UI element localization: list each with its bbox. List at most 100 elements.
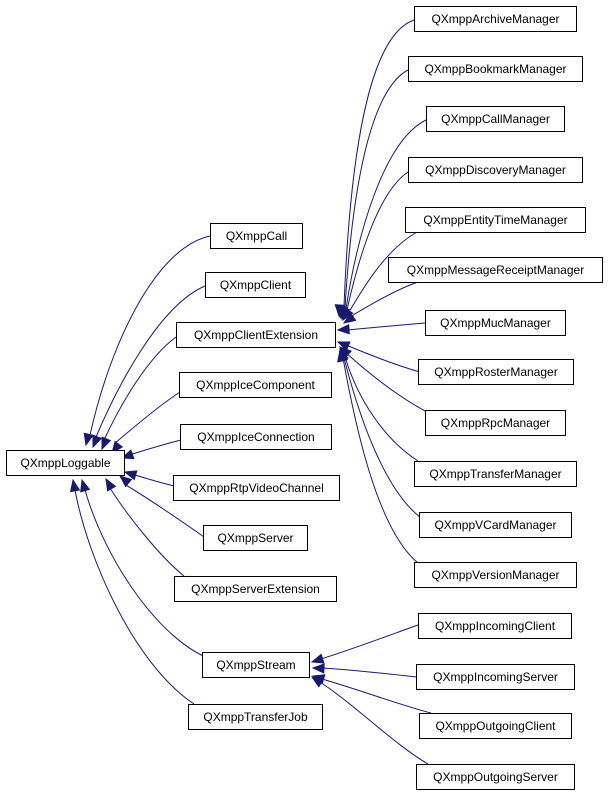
- class-node-transferjob[interactable]: QXmppTransferJob: [188, 704, 323, 730]
- inheritance-edge-vcard-to-clientext: [343, 357, 422, 519]
- class-label: QXmppStream: [216, 658, 295, 672]
- class-box[interactable]: [176, 322, 336, 348]
- class-node-callmgr[interactable]: QXmppCallManager: [426, 106, 565, 132]
- class-label: QXmppEntityTimeManager: [423, 213, 567, 227]
- edge-link-server: [123, 482, 129, 485]
- class-box[interactable]: [388, 257, 603, 283]
- inheritance-edge-icecomp-to-loggable: [113, 391, 181, 445]
- class-node-call[interactable]: QXmppCall: [210, 223, 303, 249]
- class-node-outclient[interactable]: QXmppOutgoingClient: [419, 713, 572, 739]
- class-box[interactable]: [205, 272, 306, 298]
- class-label: QXmppCall: [226, 229, 287, 243]
- class-box[interactable]: [408, 157, 583, 183]
- class-label: QXmppRtpVideoChannel: [189, 481, 324, 495]
- class-node-rtpvideo[interactable]: QXmppRtpVideoChannel: [173, 475, 340, 501]
- class-label: QXmppIncomingServer: [433, 670, 558, 684]
- arrowhead-call: [83, 432, 94, 447]
- class-node-clientext[interactable]: QXmppClientExtension: [176, 322, 336, 348]
- class-label: QXmppOutgoingClient: [435, 719, 556, 733]
- class-node-inserver[interactable]: QXmppIncomingServer: [416, 664, 575, 690]
- class-box[interactable]: [188, 704, 323, 730]
- class-node-entitytime[interactable]: QXmppEntityTimeManager: [405, 207, 586, 233]
- class-node-roster[interactable]: QXmppRosterManager: [418, 359, 574, 385]
- class-box[interactable]: [173, 475, 340, 501]
- class-box[interactable]: [414, 562, 577, 588]
- class-box[interactable]: [405, 207, 586, 233]
- class-node-discovery[interactable]: QXmppDiscoveryManager: [408, 157, 583, 183]
- class-box[interactable]: [414, 6, 577, 32]
- inheritance-edge-call-to-loggable: [89, 235, 211, 436]
- inheritance-edge-serverext-to-loggable: [109, 487, 185, 577]
- inheritance-edge-entitytime-to-clientext: [348, 231, 418, 313]
- class-node-icecomp[interactable]: QXmppIceComponent: [179, 372, 332, 398]
- inheritance-edge-outserver-to-stream: [319, 681, 429, 765]
- class-label: QXmppClient: [220, 278, 292, 292]
- inheritance-edge-muc-to-clientext: [346, 322, 426, 331]
- class-label: QXmppVCardManager: [434, 518, 556, 532]
- class-node-inclient[interactable]: QXmppIncomingClient: [418, 613, 572, 639]
- inheritance-edge-rtpvideo-to-loggable: [134, 474, 175, 487]
- edge-link-outserver: [319, 681, 322, 684]
- class-box[interactable]: [210, 223, 303, 249]
- class-box[interactable]: [414, 461, 577, 487]
- arrowhead-outserver: [310, 676, 325, 688]
- class-box[interactable]: [425, 310, 566, 336]
- class-label: QXmppVersionManager: [431, 568, 559, 582]
- class-label: QXmppRosterManager: [434, 365, 557, 379]
- class-box[interactable]: [416, 764, 575, 790]
- arrowhead-msgreceipt: [342, 312, 357, 324]
- class-node-client[interactable]: QXmppClient: [205, 272, 306, 298]
- inheritance-edge-server-to-loggable: [123, 483, 205, 538]
- class-node-rpc[interactable]: QXmppRpcManager: [425, 410, 566, 436]
- class-label: QXmppRpcManager: [441, 416, 550, 430]
- class-box[interactable]: [419, 512, 572, 538]
- class-label: QXmppServerExtension: [191, 582, 320, 596]
- class-box[interactable]: [203, 525, 308, 551]
- class-box[interactable]: [416, 664, 575, 690]
- inheritance-edge-discovery-to-clientext: [346, 171, 409, 311]
- class-box[interactable]: [425, 410, 566, 436]
- class-box[interactable]: [419, 713, 572, 739]
- class-label: QXmppTransferJob: [203, 710, 308, 724]
- class-node-version[interactable]: QXmppVersionManager: [414, 562, 577, 588]
- edge-link-clientext: [103, 438, 107, 441]
- inheritance-edge-inclient-to-stream: [320, 624, 419, 660]
- class-box[interactable]: [179, 372, 332, 398]
- edge-link-version: [341, 357, 344, 361]
- class-node-loggable[interactable]: QXmppLoggable: [6, 450, 125, 476]
- class-label: QXmppIceConnection: [197, 430, 314, 444]
- class-box[interactable]: [180, 424, 332, 450]
- class-node-outserver[interactable]: QXmppOutgoingServer: [416, 764, 575, 790]
- class-box[interactable]: [6, 450, 125, 476]
- inheritance-edge-outclient-to-stream: [321, 678, 432, 714]
- class-node-transfermgr[interactable]: QXmppTransferManager: [414, 461, 577, 487]
- class-label: QXmppBookmarkManager: [424, 62, 566, 76]
- class-node-stream[interactable]: QXmppStream: [202, 652, 310, 678]
- class-box[interactable]: [426, 106, 565, 132]
- class-box[interactable]: [408, 56, 583, 82]
- inheritance-edge-clientext-to-loggable: [103, 336, 177, 441]
- class-node-server[interactable]: QXmppServer: [203, 525, 308, 551]
- inheritance-edge-msgreceipt-to-clientext: [352, 281, 419, 316]
- class-label: QXmppTransferManager: [429, 467, 561, 481]
- inheritance-edge-callmgr-to-clientext: [345, 119, 427, 310]
- inheritance-edge-archive-to-clientext: [343, 19, 415, 308]
- class-node-msgreceipt[interactable]: QXmppMessageReceiptManager: [388, 257, 603, 283]
- class-node-bookmark[interactable]: QXmppBookmarkManager: [408, 56, 583, 82]
- arrowhead-transferjob: [69, 478, 81, 493]
- class-node-muc[interactable]: QXmppMucManager: [425, 310, 566, 336]
- class-node-archive[interactable]: QXmppArchiveManager: [414, 6, 577, 32]
- class-node-serverext[interactable]: QXmppServerExtension: [174, 576, 337, 602]
- class-box[interactable]: [174, 576, 337, 602]
- class-label: QXmppServer: [217, 531, 293, 545]
- class-box[interactable]: [418, 359, 574, 385]
- class-label: QXmppArchiveManager: [431, 12, 559, 26]
- class-box[interactable]: [418, 613, 572, 639]
- arrowhead-serverext: [105, 477, 117, 492]
- class-box[interactable]: [202, 652, 310, 678]
- inheritance-edge-transferjob-to-loggable: [74, 489, 195, 705]
- class-label: QXmppClientExtension: [194, 328, 318, 342]
- class-node-iceconn[interactable]: QXmppIceConnection: [180, 424, 332, 450]
- class-node-vcard[interactable]: QXmppVCardManager: [419, 512, 572, 538]
- inheritance-edge-inserver-to-stream: [321, 667, 417, 678]
